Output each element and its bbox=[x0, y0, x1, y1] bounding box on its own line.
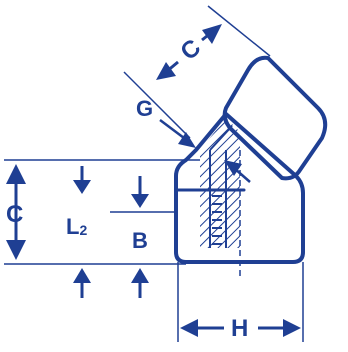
dim-g-arrows bbox=[159, 119, 251, 183]
dim-c-left bbox=[6, 164, 26, 260]
label-l2: L2 bbox=[66, 214, 87, 239]
dim-b-arrows bbox=[131, 176, 149, 298]
label-l2-main: L bbox=[66, 214, 79, 239]
label-l2-subscript: 2 bbox=[79, 222, 87, 238]
dim-c-top-arrows bbox=[156, 24, 222, 80]
label-g: G bbox=[136, 96, 153, 121]
label-c-left: C bbox=[6, 201, 23, 228]
lower-body bbox=[174, 112, 305, 264]
upper-hex-socket bbox=[222, 55, 328, 181]
sectioned-bore bbox=[200, 118, 240, 248]
label-b: B bbox=[132, 228, 148, 253]
dim-l2-arrows bbox=[73, 166, 91, 298]
label-h: H bbox=[231, 315, 248, 342]
dim-h-arrows bbox=[180, 319, 301, 337]
extension-lines bbox=[4, 5, 304, 342]
